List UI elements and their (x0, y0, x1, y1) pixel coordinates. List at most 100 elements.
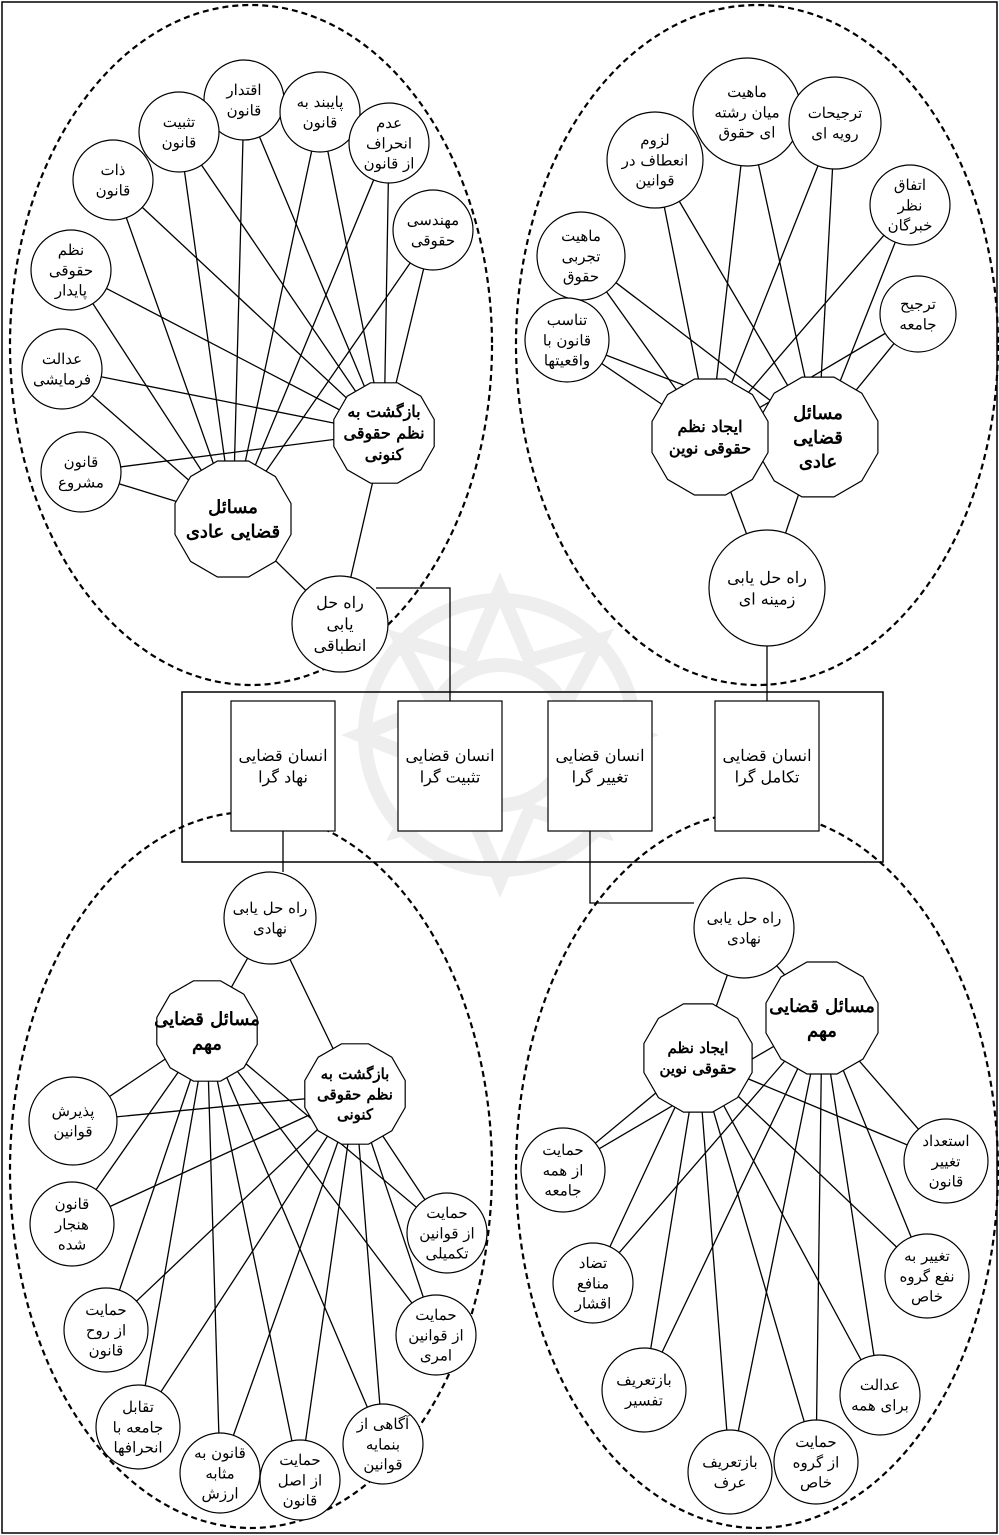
edge-bl-iss-bl-l7 (206, 1030, 384, 1445)
node-shape-tl-l6 (392, 189, 474, 271)
edge-br-iss-br-l7 (815, 1017, 823, 1463)
edge-bl-iss-bl-l8 (206, 1030, 221, 1474)
edge-bl-ret-bl-l2 (71, 1093, 356, 1225)
node-shape-tl-l3 (138, 91, 220, 173)
connector-3 (589, 831, 694, 904)
connector-1 (376, 587, 451, 701)
edge-br-new-br-l8 (697, 1057, 731, 1473)
node-shape-bl-ret (304, 1043, 406, 1145)
node-shape-t-chg (547, 700, 653, 832)
edge-tl-iss-tl-l5 (112, 179, 234, 520)
edge-bl-ret-bl-l6 (137, 1093, 356, 1428)
node-shape-t-evo (714, 700, 820, 832)
node-shape-tl-sol (291, 575, 389, 673)
node-shape-tl-l2 (279, 71, 361, 153)
node-shape-t-stb (397, 700, 503, 832)
edge-br-new-br-l7 (697, 1057, 817, 1463)
node-shape-bl-l5 (395, 1294, 477, 1376)
central-box (181, 691, 884, 863)
node-shape-bl-l7 (342, 1403, 424, 1485)
edge-br-iss-br-l5 (821, 1017, 881, 1396)
node-shape-bl-l6 (95, 1384, 181, 1470)
node-shape-bl-sol (223, 871, 317, 965)
edge-tl-iss-tl-l1 (232, 99, 245, 520)
node-shape-bl-l9 (259, 1439, 341, 1521)
node-shape-tl-l5 (72, 139, 154, 221)
node-shape-br-l3 (884, 1233, 970, 1319)
node-shape-br-l5 (839, 1354, 921, 1436)
node-shape-br-new (643, 1003, 753, 1113)
edge-bl-iss-bl-l5 (206, 1030, 437, 1336)
node-shape-bl-l4 (63, 1287, 149, 1373)
node-shape-bl-l2 (29, 1181, 115, 1267)
node-shape-bl-l3 (406, 1192, 488, 1274)
edge-bl-ret-bl-l4 (105, 1093, 356, 1331)
edge-bl-ret-bl-l7 (354, 1093, 384, 1445)
edge-bl-ret-bl-l8 (219, 1093, 356, 1474)
node-shape-bl-l8 (179, 1432, 261, 1514)
node-shape-tr-sol (708, 529, 826, 647)
node-shape-tl-l9 (40, 431, 122, 513)
